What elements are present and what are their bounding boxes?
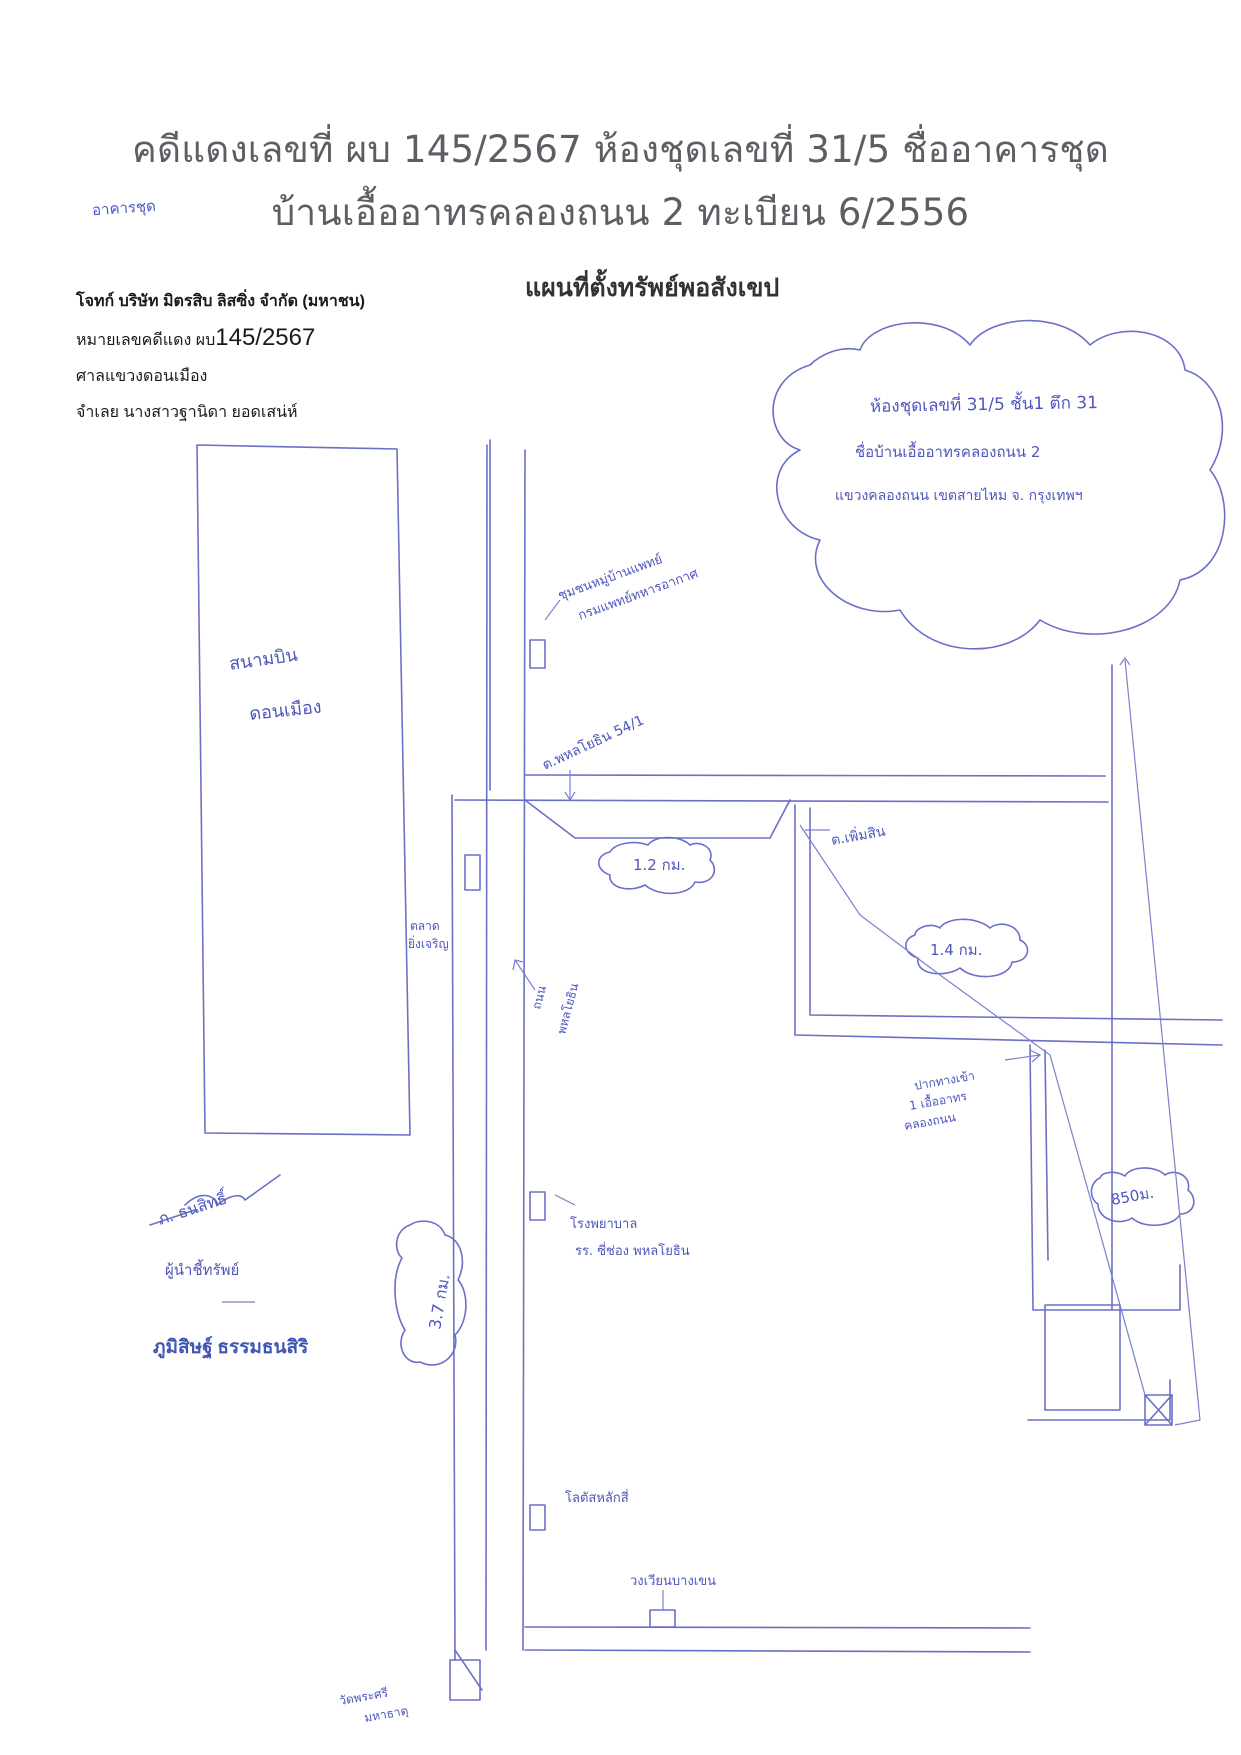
- entrance-label-1: ปากทางเข้า: [913, 1069, 976, 1093]
- market-label-1: ตลาด: [410, 919, 440, 933]
- soi-label: ต.พหลโยธิน 54/1: [540, 712, 647, 774]
- distance-cloud-1: [597, 836, 716, 895]
- distance-1: 1.2 กม.: [633, 856, 685, 874]
- distance-4: 850ม.: [1110, 1184, 1156, 1209]
- address-cloud: [772, 319, 1226, 650]
- distance-cloud-4: [1090, 1167, 1195, 1226]
- airport-building: [196, 444, 411, 1136]
- bottom-label-2: มหาธาตุ: [363, 1703, 409, 1725]
- distance-3: 3.7 กม.: [425, 1272, 453, 1330]
- market-label-2: ยิ่งเจริญ: [408, 935, 449, 951]
- entrance-label-3: คลองถนน: [903, 1110, 957, 1133]
- case-info: โจทก์ บริษัท มิตรสิบ ลิสซิ่ง จำกัด (มหาช…: [76, 284, 365, 431]
- road-label-2: พหลโยธิน: [554, 982, 581, 1036]
- horizontal-road-top: [524, 774, 1106, 777]
- lotus-label: โลตัสหลักสี่: [565, 1489, 629, 1506]
- bottom-label-1: วัดพระศรี: [338, 1685, 390, 1707]
- cloud-address-3: แขวงคลองถนน เขตสายไหม จ. กรุงเทพฯ: [835, 487, 1083, 504]
- distance-2: 1.4 กม.: [930, 941, 982, 959]
- building-label-1: สนามบิน: [228, 645, 299, 675]
- header-line-2: บ้านเอื้ออาทรคลองถนน 2 ทะเบียน 6/2556: [271, 191, 970, 234]
- header-line-1: คดีแดงเลขที่ ผบ 145/2567 ห้องชุดเลขที่ 3…: [132, 128, 1109, 171]
- soi-right-label: ต.เพิ่มสิน: [830, 822, 888, 849]
- main-road-right-edge: [485, 444, 488, 1651]
- signature-role: ผู้นำชี้ทรัพย์: [165, 1259, 239, 1279]
- court: ศาลแขวงดอนเมือง: [76, 368, 208, 385]
- cloud-address-2: ชื่อบ้านเอื้ออาทรคลองถนน 2: [855, 441, 1040, 461]
- right-block: [794, 804, 1223, 1046]
- map-title: แผนที่ตั้งทรัพย์พอสังเขป: [525, 274, 780, 302]
- case-label: หมายเลขคดีแดง ผบ: [76, 332, 216, 349]
- hospital-label-2: รร. ซี่ช่อง พหลโยธิน: [575, 1242, 690, 1259]
- distance-cloud-2: [905, 918, 1029, 978]
- bottom-road: [524, 1626, 1031, 1629]
- road-label-1: ถนน: [529, 984, 549, 1010]
- defendant: จำเลย นางสาวฐานิดา ยอดเสน่ห์: [76, 404, 298, 421]
- case-number: 145/2567: [215, 324, 316, 351]
- route-line: [799, 824, 1146, 1396]
- case-number-line: หมายเลขคดีแดง ผบ145/2567: [76, 320, 365, 359]
- main-road-left-edge: [451, 794, 456, 1661]
- cloud-address-1: ห้องชุดเลขที่ 31/5 ชั้น1 ตึก 31: [870, 390, 1098, 417]
- building-label-2: ดอนเมือง: [248, 697, 322, 725]
- distance-cloud-3: [394, 1220, 467, 1366]
- signature-mark: [149, 1174, 281, 1226]
- target-building: [1044, 1304, 1121, 1411]
- plaintiff: โจทก์ บริษัท มิตรสิบ ลิสซิ่ง จำกัด (มหาช…: [76, 293, 365, 310]
- target-marker: [1144, 1394, 1173, 1426]
- hospital-label: โรงพยาบาล: [570, 1216, 637, 1232]
- monument-label: วงเวียนบางเขน: [630, 1573, 716, 1589]
- signature-scribble: ภ. ธนสิทธิ์: [155, 1186, 231, 1229]
- signature-name: ภูมิสิษฐ์ ธรรมธนสิริ: [153, 1337, 309, 1358]
